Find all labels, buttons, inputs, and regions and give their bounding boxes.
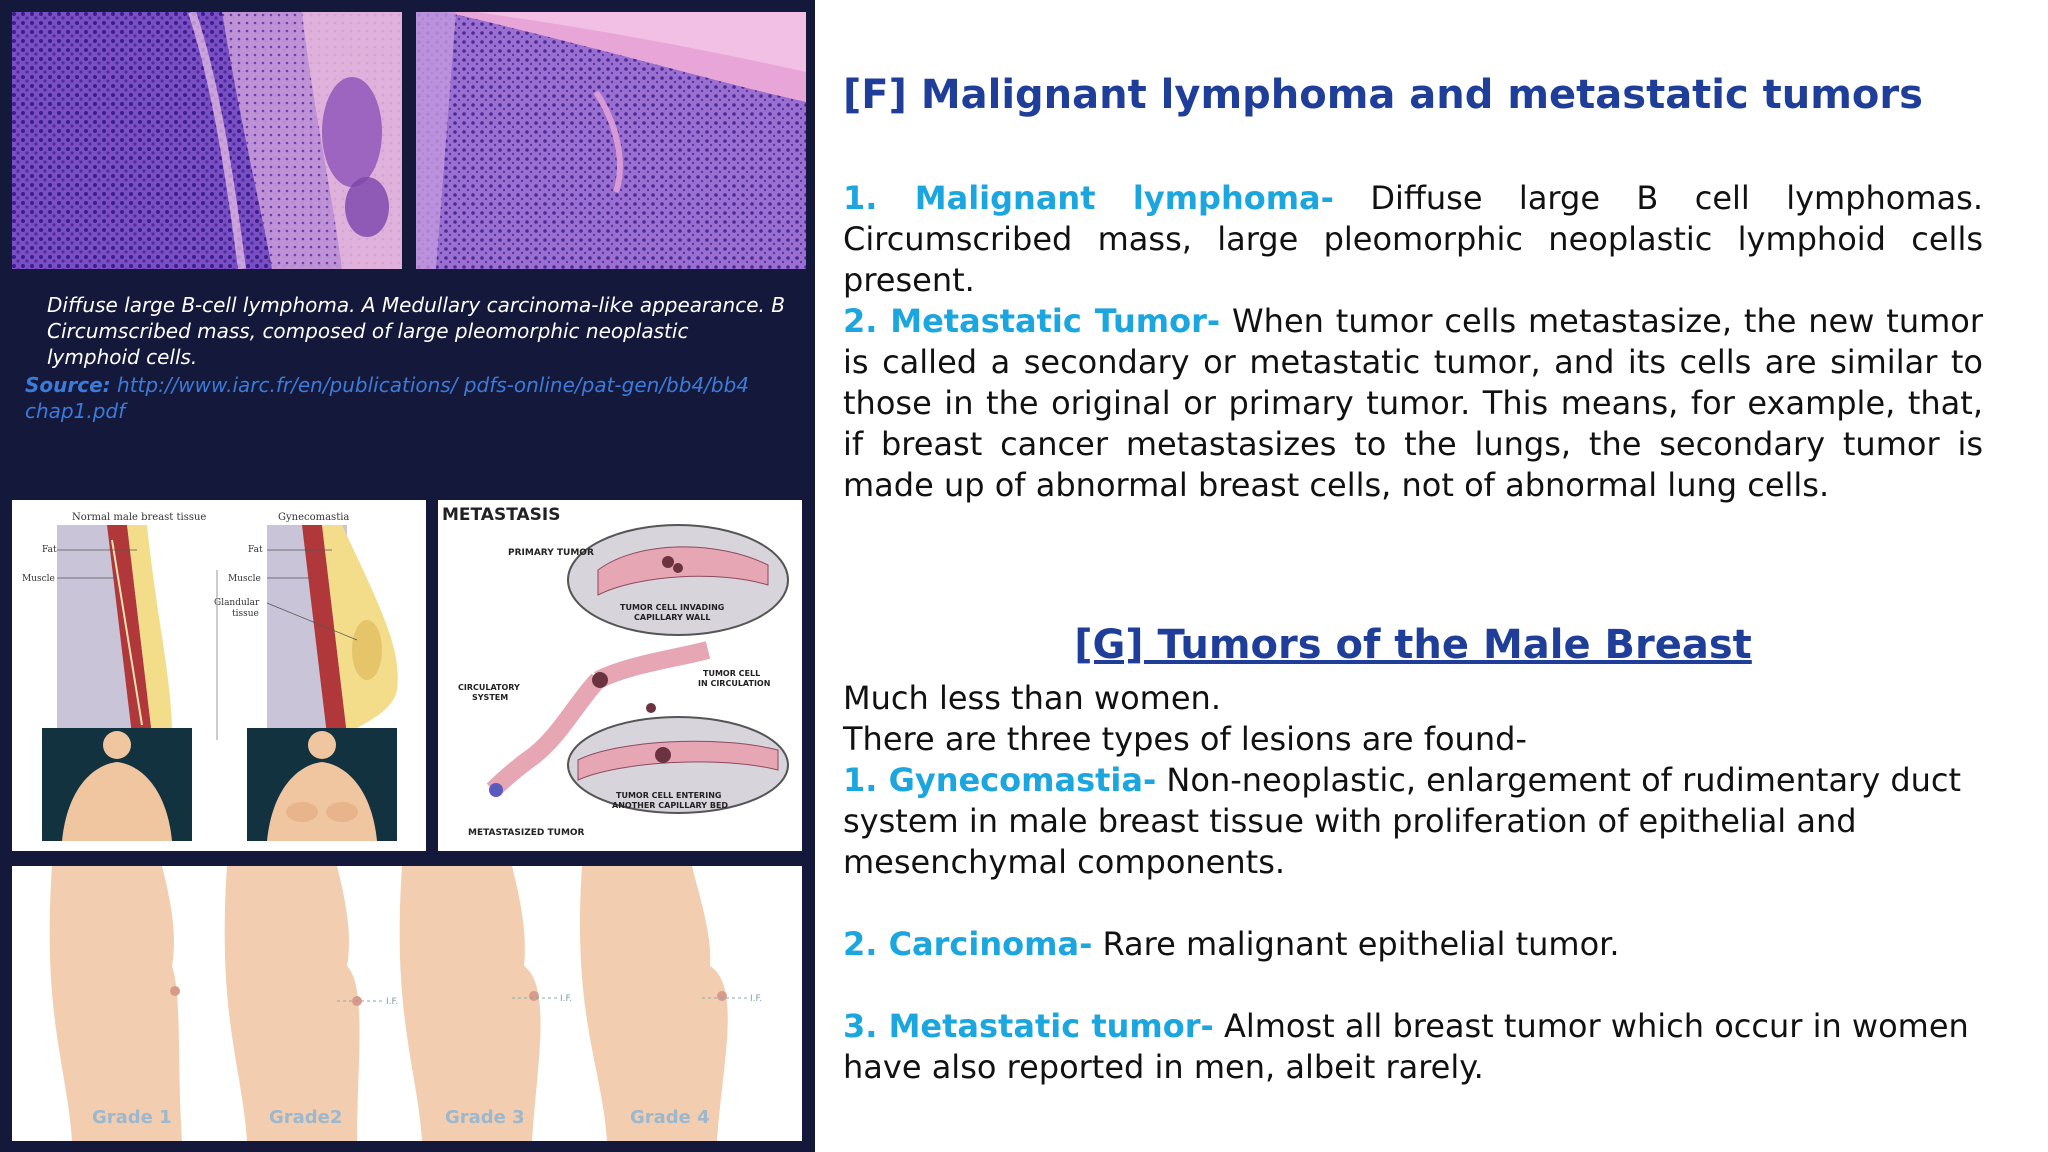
primary-tumor-label: PRIMARY TUMOR [508,548,594,558]
invading-label-1: TUMOR CELL INVADING [620,603,724,612]
histology-image-a [12,12,402,269]
if-label-3: I.F. [750,994,762,1004]
fig-tissue-label: tissue [232,609,259,619]
circulatory-label-2: SYSTEM [472,693,508,702]
if-label-1: I.F. [386,997,398,1007]
item1-text: Diffuse large B cell lymphomas. Circumsc… [843,179,1984,299]
item2-label: 2. Metastatic Tumor- [843,302,1221,340]
intro-line-a: Much less than women. [843,679,1221,717]
metastasized-label: METASTASIZED TUMOR [468,828,585,838]
invading-label-2: CAPILLARY WALL [634,613,710,622]
grade-4-label: Grade 4 [630,1107,710,1128]
metastasis-title: METASTASIS [442,505,560,525]
g2-text: Rare malignant epithelial tumor. [1092,925,1620,963]
fig-gyneco-title: Gynecomastia [278,512,349,523]
entering-label-1: TUMOR CELL ENTERING [616,791,721,800]
fig-muscle-label: Muscle [22,574,55,584]
grade-1-label: Grade 1 [92,1107,172,1128]
item2-text: When tumor cells metastasize, the new tu… [843,302,1983,504]
item-gynecomastia: 1. Gynecomastia- Non-neoplastic, enlarge… [843,760,1983,883]
heading-malignant-lymphoma: [F] Malignant lymphoma and metastatic tu… [843,72,1923,118]
entering-label-2: ANOTHER CAPILLARY BED [612,801,728,810]
g1-text: Non-neoplastic, enlargement of rudimenta… [843,761,1962,881]
fig-glandular-label: Glandular [214,598,260,608]
fig-fat2-label: Fat [248,545,263,555]
text-panel [815,0,2048,1152]
intro-line-b: There are three types of lesions are fou… [843,720,1527,758]
grade-3-label: Grade 3 [445,1107,525,1128]
figure-caption: Diffuse large B-cell lymphoma. A Medulla… [25,292,785,424]
circulatory-label-1: CIRCULATORY [458,683,520,692]
metastasis-figure: METASTASIS PRIMARY TUMOR TUMOR CELL INVA… [438,500,802,851]
gynecomastia-grades-figure: I.F. I.F. I.F. Grade 1 Grade2 Grade 3 Gr… [12,866,802,1141]
item-malignant-lymphoma: 1. Malignant lymphoma- Diffuse large B c… [843,178,1983,301]
histology-image-b [416,12,806,269]
g2-label: 2. Carcinoma- [843,925,1093,963]
item1-label: 1. Malignant lymphoma- [843,179,1334,217]
source-label: Source: [25,373,111,397]
gynecomastia-figure: Normal male breast tissue Gynecomastia F… [12,500,426,851]
fig-muscle2-label: Muscle [228,574,261,584]
g1-label: 1. Gynecomastia- [843,761,1157,799]
grade-2-label: Grade2 [269,1107,342,1128]
fig-normal-title: Normal male breast tissue [72,512,206,523]
image-panel: Diffuse large B-cell lymphoma. A Medulla… [0,0,815,1152]
g3-label: 3. Metastatic tumor- [843,1007,1214,1045]
item-metastatic-male: 3. Metastatic tumor- Almost all breast t… [843,1006,1983,1088]
source-url[interactable]: http://www.iarc.fr/en/publications/ pdfs… [25,373,750,423]
circulation-label-1: TUMOR CELL [703,669,760,678]
caption-text: Diffuse large B-cell lymphoma. A Medulla… [47,293,785,369]
item-metastatic-tumor: 2. Metastatic Tumor- When tumor cells me… [843,301,1983,506]
fig-fat-label: Fat [42,545,57,555]
g3-text: Almost all breast tumor which occur in w… [843,1007,1969,1086]
caption-source: Source: http://www.iarc.fr/en/publicatio… [25,372,785,424]
heading-male-breast: [G] Tumors of the Male Breast [1074,622,1752,668]
if-label-2: I.F. [560,994,572,1004]
circulation-label-2: IN CIRCULATION [698,679,770,688]
item-carcinoma: 2. Carcinoma- Rare malignant epithelial … [843,924,2003,965]
